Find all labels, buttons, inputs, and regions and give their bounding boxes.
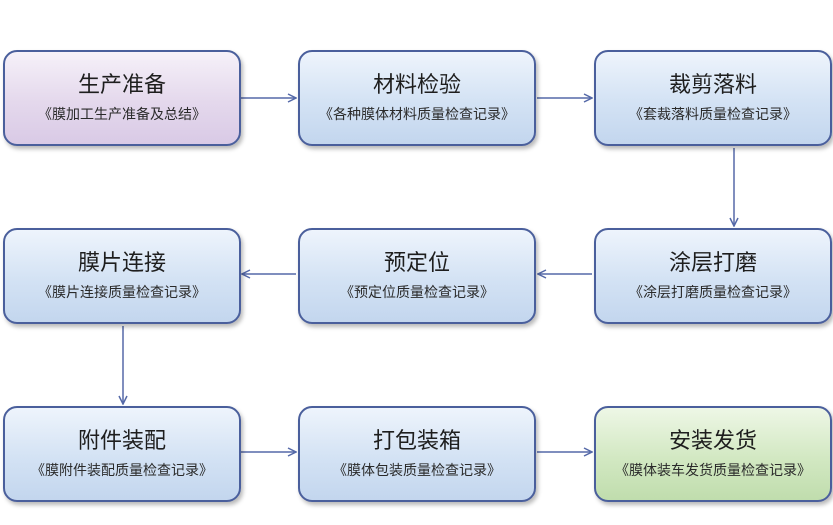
- step-coating-grinding: 涂层打磨 《涂层打磨质量检查记录》: [594, 228, 832, 324]
- step-record: 《膜加工生产准备及总结》: [38, 107, 206, 123]
- step-record: 《膜体包装质量检查记录》: [333, 463, 501, 479]
- step-title: 预定位: [383, 251, 450, 276]
- step-title: 生产准备: [77, 73, 166, 98]
- step-title: 涂层打磨: [668, 251, 757, 276]
- step-record: 《套裁落料质量检查记录》: [629, 107, 797, 123]
- step-title: 膜片连接: [77, 251, 166, 276]
- step-accessory-assembly: 附件装配 《膜附件装配质量检查记录》: [3, 406, 241, 502]
- step-membrane-joining: 膜片连接 《膜片连接质量检查记录》: [3, 228, 241, 324]
- step-title: 材料检验: [372, 73, 461, 98]
- step-record: 《各种膜体材料质量检查记录》: [319, 107, 515, 123]
- step-cutting: 裁剪落料 《套裁落料质量检查记录》: [594, 50, 832, 146]
- step-material-inspection: 材料检验 《各种膜体材料质量检查记录》: [298, 50, 536, 146]
- step-title: 裁剪落料: [668, 73, 757, 98]
- step-packing: 打包装箱 《膜体包装质量检查记录》: [298, 406, 536, 502]
- step-record: 《膜附件装配质量检查记录》: [31, 463, 213, 479]
- step-record: 《涂层打磨质量检查记录》: [629, 285, 797, 301]
- step-record: 《膜片连接质量检查记录》: [38, 285, 206, 301]
- step-install-shipping: 安装发货 《膜体装车发货质量检查记录》: [594, 406, 832, 502]
- step-title: 打包装箱: [372, 429, 461, 454]
- step-title: 附件装配: [77, 429, 166, 454]
- step-title: 安装发货: [668, 429, 757, 454]
- step-record: 《预定位质量检查记录》: [340, 285, 494, 301]
- step-production-prep: 生产准备 《膜加工生产准备及总结》: [3, 50, 241, 146]
- step-pre-positioning: 预定位 《预定位质量检查记录》: [298, 228, 536, 324]
- step-record: 《膜体装车发货质量检查记录》: [615, 463, 811, 479]
